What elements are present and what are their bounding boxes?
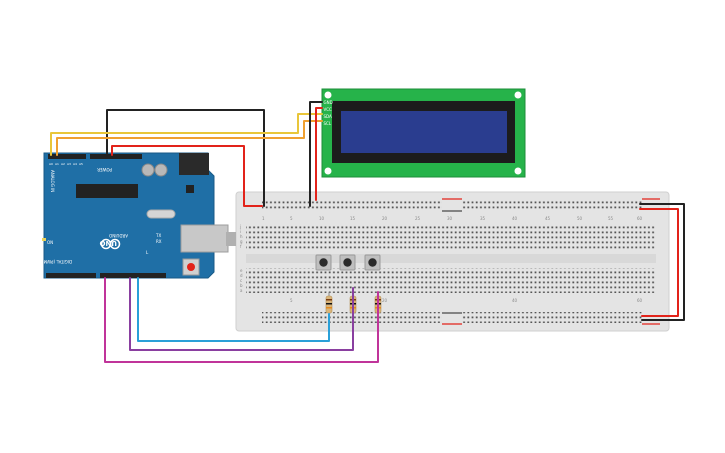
row-labels-lower: e d c b a <box>240 268 243 293</box>
col-label-10: 10 <box>319 216 325 221</box>
row-label-g: g <box>240 239 243 244</box>
col-label-40-bottom: 40 <box>512 298 518 303</box>
row-label-e: e <box>240 268 243 273</box>
wire-lcd-gnd-black[interactable] <box>309 101 323 207</box>
row-label-h: h <box>240 234 243 239</box>
col-label-5-bottom: 5 <box>290 298 293 303</box>
row-label-c: c <box>240 278 242 283</box>
pin-a3: A3 <box>67 162 71 166</box>
header-power <box>90 154 142 159</box>
analog-in-label: ANALOG IN <box>50 170 55 192</box>
col-label-20: 20 <box>382 216 388 221</box>
pin-a4: A4 <box>73 162 77 166</box>
pushbutton-2[interactable] <box>339 254 356 271</box>
capacitor-2 <box>154 163 168 177</box>
col-label-40: 40 <box>512 216 518 221</box>
wire-scl-orange[interactable] <box>56 120 323 156</box>
terminal-block-upper[interactable] <box>246 224 656 249</box>
row-label-b: b <box>240 283 243 288</box>
col-label-30: 30 <box>447 216 453 221</box>
rx-label: RX <box>156 239 162 244</box>
row-label-f: f <box>240 244 242 249</box>
on-led-label: ON <box>47 240 53 245</box>
pin-a5: A5 <box>79 162 83 166</box>
l-led-label: L <box>146 250 149 255</box>
top-power-rails <box>262 198 660 212</box>
arduino-logo-icon <box>100 238 121 250</box>
row-labels-upper: j i h g f <box>239 224 243 249</box>
reset-button-cap <box>187 263 195 271</box>
arduino-uno-board[interactable]: UNO ARDUINO ANALOG IN POWER DIGITAL (PWM… <box>38 152 236 279</box>
header-digital-low <box>100 273 166 278</box>
power-jack <box>179 153 209 175</box>
board-model-label: UNO <box>99 239 117 247</box>
terminal-block-lower[interactable] <box>246 268 656 293</box>
row-label-i: i <box>240 229 241 234</box>
lcd-pin-labels: GND VCC SDA SCL <box>324 100 333 126</box>
pushbutton-3[interactable] <box>364 254 381 271</box>
wire-button1-blue[interactable] <box>137 277 330 342</box>
wire-sda-yellow[interactable] <box>50 113 323 156</box>
col-label-25: 25 <box>415 216 421 221</box>
wires[interactable] <box>50 101 685 363</box>
on-led <box>42 238 46 241</box>
wire-button2-purple[interactable] <box>129 277 354 351</box>
col-label-60: 60 <box>637 216 643 221</box>
pin-a0: A0 <box>49 162 53 166</box>
capacitor-1 <box>141 163 155 177</box>
lcd-i2c-module[interactable]: GND VCC SDA SCL <box>321 88 526 178</box>
col-label-45: 45 <box>545 216 551 221</box>
bottom-column-numbers: 5 20 40 60 <box>290 298 643 303</box>
resistor-1[interactable] <box>325 292 333 320</box>
wire-rail-gnd-right[interactable] <box>639 203 685 321</box>
usb-connector <box>180 224 229 253</box>
regulator-chip <box>186 185 194 193</box>
crystal-oscillator <box>146 209 176 219</box>
col-label-20-bottom: 20 <box>382 298 388 303</box>
lcd-pin-sda: SDA <box>324 114 333 119</box>
header-digital-high <box>46 273 96 278</box>
pin-a1: A1 <box>55 162 59 166</box>
col-label-50: 50 <box>577 216 583 221</box>
usb-cable-stub <box>226 232 236 246</box>
breadboard[interactable]: 1 5 10 15 20 25 30 35 40 45 50 55 60 j i… <box>235 191 670 332</box>
atmega-chip <box>76 184 138 198</box>
header-analog <box>48 154 86 159</box>
lcd-pin-gnd: GND <box>324 100 333 105</box>
col-label-55: 55 <box>608 216 614 221</box>
wire-button3-magenta[interactable] <box>104 277 379 363</box>
wire-5v-red[interactable] <box>111 145 263 207</box>
col-label-15: 15 <box>350 216 356 221</box>
center-channel <box>246 254 656 263</box>
digital-pwm-label: DIGITAL (PWM~) <box>38 259 72 264</box>
wire-rail-vcc-right[interactable] <box>639 208 679 317</box>
lcd-pin-vcc: VCC <box>324 107 333 112</box>
col-label-1: 1 <box>262 216 265 221</box>
pin-a2: A2 <box>61 162 65 166</box>
top-column-numbers: 1 5 10 15 20 25 30 35 40 45 50 55 60 <box>262 216 643 221</box>
power-label: POWER <box>97 167 112 172</box>
col-label-5: 5 <box>290 216 293 221</box>
row-label-j: j <box>239 224 241 229</box>
lcd-pin-scl: SCL <box>324 121 332 126</box>
row-label-a: a <box>240 288 243 293</box>
col-label-60-bottom: 60 <box>637 298 643 303</box>
wire-lcd-vcc-red[interactable] <box>315 107 323 201</box>
tx-label: TX <box>155 233 161 238</box>
col-label-35: 35 <box>480 216 486 221</box>
board-brand-label: ARDUINO <box>109 233 128 238</box>
lcd-screen <box>341 111 507 153</box>
pushbutton-1[interactable] <box>315 254 332 271</box>
row-label-d: d <box>240 273 243 278</box>
analog-pin-labels: A0 A1 A2 A3 A4 A5 <box>49 162 83 166</box>
